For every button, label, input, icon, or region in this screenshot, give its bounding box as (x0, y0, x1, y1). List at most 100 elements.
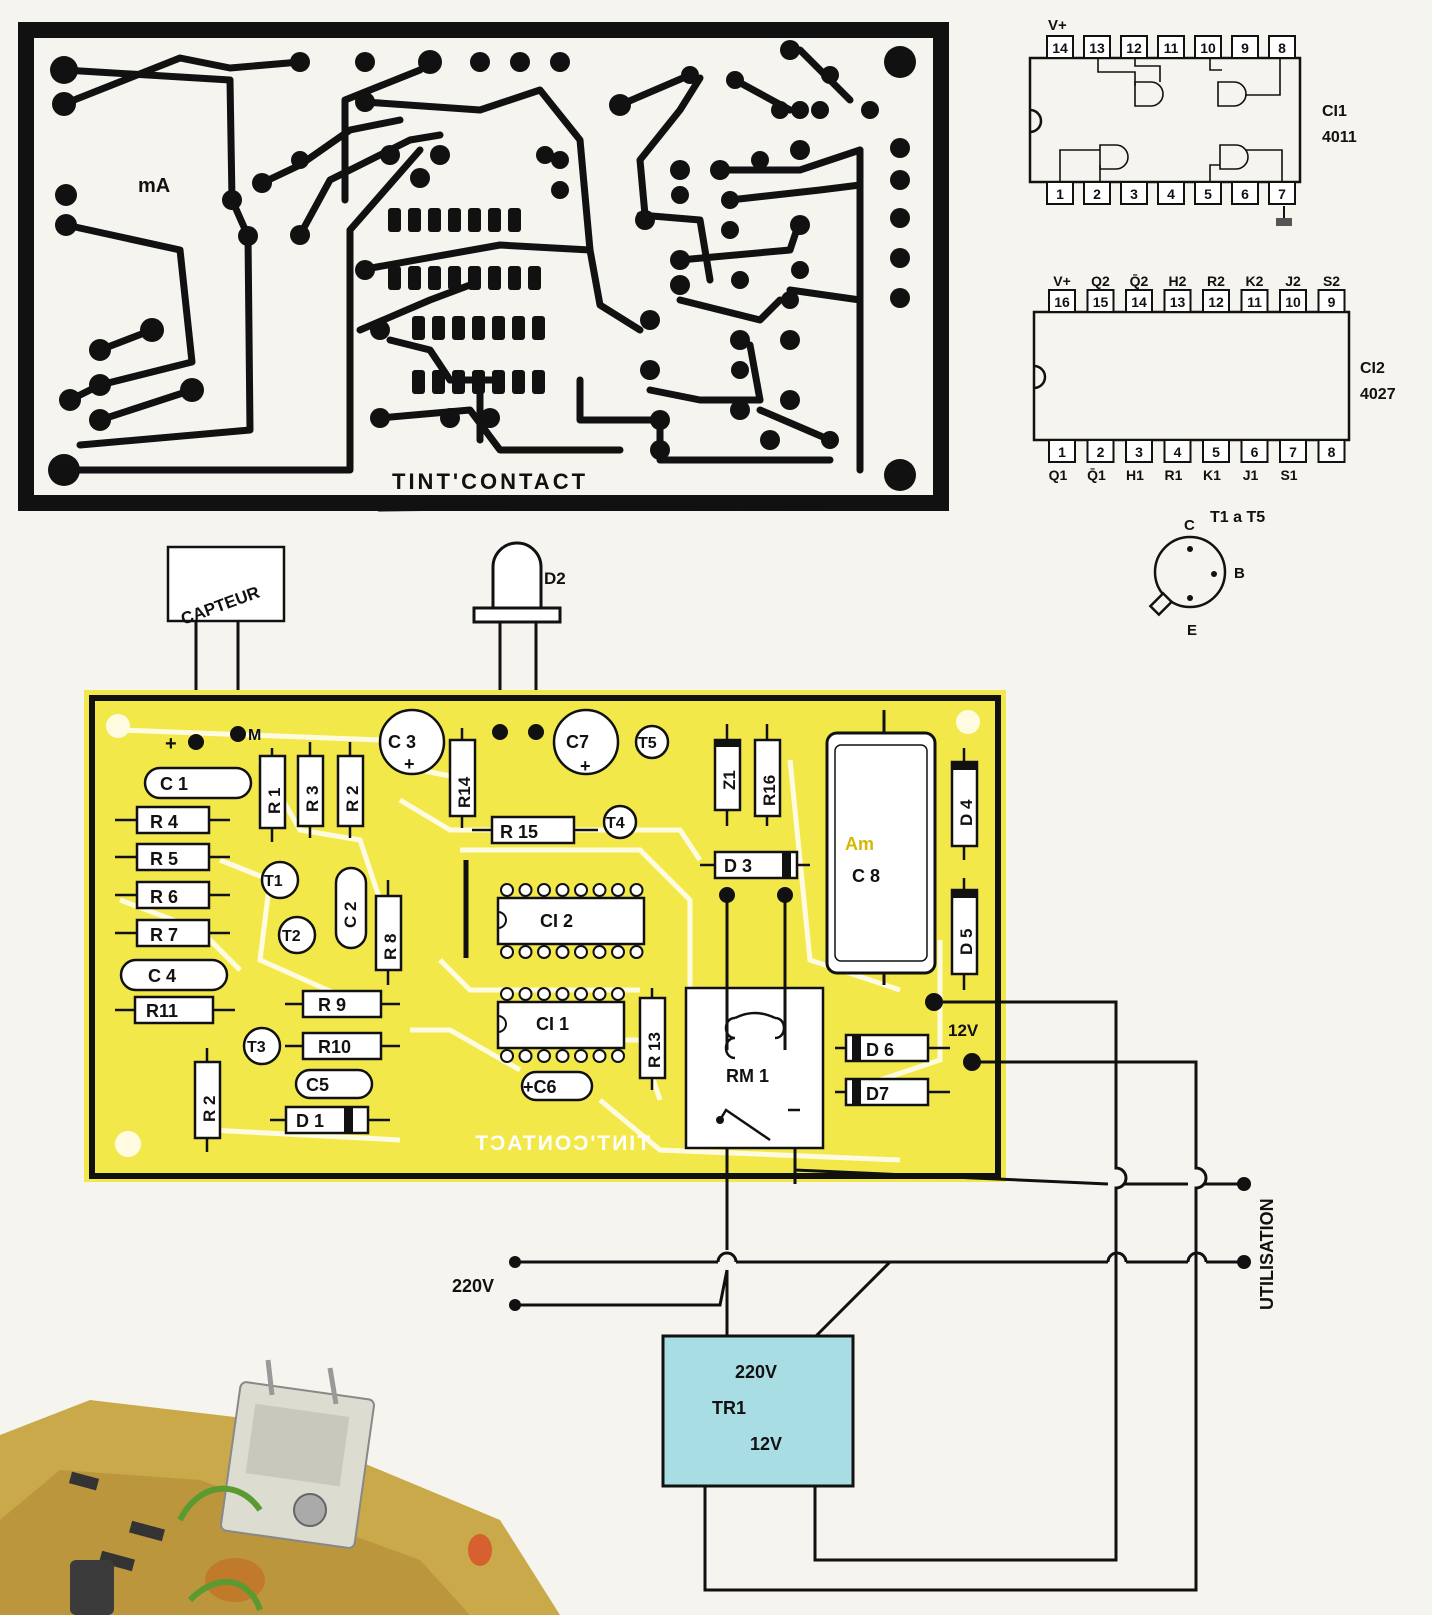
c2-label: C 2 (341, 902, 360, 928)
wiring-terminals (509, 1177, 1251, 1311)
capacitor-c7 (552, 708, 620, 776)
sensor-box (166, 545, 286, 623)
resistor-r9: R 9 (285, 989, 400, 1019)
external-wiring (515, 1000, 1244, 1592)
diode-d5: D 5 (950, 878, 979, 990)
ci2-top-pin-box (1240, 289, 1269, 313)
ci1-top-pin-box (1231, 35, 1259, 59)
ic-pad (518, 883, 533, 897)
pcb-copper-view: mA TINT'CONTACT (18, 22, 949, 512)
ci2-top-pin-box (1125, 289, 1153, 313)
ic-pad (555, 987, 570, 1001)
ci1-top-pin-box (1083, 35, 1111, 59)
diode-d7: D7 (835, 1077, 950, 1107)
ci2-bottom-pin-box (1163, 439, 1192, 463)
ic-pad (629, 945, 644, 959)
ci2-top-pin-number: 16 (1054, 294, 1070, 310)
transistor-t1 (260, 860, 300, 900)
terminal-plus-pad (188, 734, 204, 750)
ci2-top-pin-name: J2 (1285, 273, 1301, 289)
transistor-b-label: B (1234, 565, 1245, 582)
z1-label: Z1 (720, 770, 739, 790)
ci2-top-pin-number: 14 (1131, 294, 1147, 310)
capacitor-c2 (334, 866, 368, 950)
ic-ci1-pins (500, 987, 625, 1063)
ic-pad (537, 1049, 551, 1063)
ci2-notch (1033, 364, 1047, 390)
ci2-bottom-pin-box (1048, 439, 1076, 463)
ci1-board-label: CI 1 (536, 1014, 569, 1034)
resistor-r15: R 15 (472, 815, 598, 845)
ci2-body (1032, 310, 1351, 442)
zener-z1: Z1 (713, 724, 742, 826)
resistor-r13: R 13 (638, 988, 667, 1090)
ic-pad (500, 1049, 514, 1063)
ci1-top-pin-number: 12 (1126, 40, 1142, 56)
ci2-bottom-pin-number: 1 (1058, 444, 1066, 460)
led-d2-body (491, 541, 543, 612)
capacitor-c5 (294, 1068, 374, 1100)
ci1-top-pin-number: 11 (1164, 40, 1179, 56)
ci2-bottom-pin-number: 8 (1328, 444, 1336, 460)
ic-pad (574, 945, 588, 959)
ci2-bottom-pin-box (1086, 439, 1115, 463)
resistor-r6: R 6 (115, 880, 230, 910)
ci2-bottom-pin-name: R1 (1165, 467, 1183, 483)
diode-d3: D 3 (700, 850, 810, 880)
ci1-top-pin-number: 10 (1200, 40, 1216, 56)
transistor-b-pin (1211, 571, 1217, 577)
ci2-top-pin-box (1163, 289, 1192, 313)
ci2-board-label: CI 2 (540, 911, 573, 931)
ci1-part: 4011 (1322, 129, 1357, 146)
ci1-bottom-pin-box (1083, 181, 1111, 205)
ci1-bottom-pin-number: 1 (1056, 186, 1064, 202)
ci1-top-pin-box (1157, 35, 1185, 59)
ci1-top-pin-box (1120, 35, 1148, 59)
r8-label: R 8 (381, 934, 400, 960)
rm1-label: RM 1 (726, 1066, 769, 1086)
ci2-top-pin-box (1202, 289, 1230, 313)
resistor-r3: R 3 (296, 742, 325, 838)
t2-label: T2 (282, 928, 301, 945)
resistor-r10: R10 (285, 1031, 400, 1061)
ci2-bottom-pin-box (1279, 439, 1307, 463)
ci2-top-pin-box (1086, 289, 1115, 313)
ci2-top-pin-name: R2 (1207, 273, 1225, 289)
ic-pad (518, 1049, 533, 1063)
ic-pad (574, 1049, 588, 1063)
ic-pad (500, 987, 514, 1001)
r16-label: R16 (760, 775, 779, 806)
ci1-bottom-pin-box (1194, 181, 1222, 205)
led-d2-label: D2 (544, 569, 566, 588)
relay-rm1: RM 1 (684, 986, 825, 1150)
ci2-bottom-pin-number: 3 (1135, 444, 1143, 460)
ic-pad (592, 945, 607, 959)
c1-label: C 1 (160, 774, 188, 794)
pcb-traces (60, 46, 864, 474)
ci1-body (1028, 56, 1302, 184)
t4-label: T4 (606, 815, 625, 832)
resistor-r1: R 1 (258, 748, 287, 842)
r15-label: R 15 (500, 822, 538, 842)
c7-label: C7 (566, 732, 589, 752)
ci2-top-pin-name: S2 (1323, 273, 1340, 289)
ci2-bottom-pin-name: Q1 (1049, 467, 1068, 483)
ci2-bottom-pin-name: Q̄1 (1087, 466, 1106, 483)
resistor-r2-top: R 2 (336, 742, 365, 838)
ci2-top-pin-number: 13 (1170, 294, 1186, 310)
r6-label: R 6 (150, 887, 178, 907)
resistor-r8: R 8 (374, 880, 403, 985)
r14-label: R14 (455, 776, 474, 808)
transistor-e-label: E (1187, 622, 1197, 639)
ci1-supply-label: V+ (1048, 17, 1067, 34)
ic-pad (574, 883, 588, 897)
ic-pad (518, 945, 533, 959)
pcb-round-pads (48, 40, 916, 491)
ci1-bottom-pin-number: 4 (1167, 186, 1175, 202)
resistor-r2-bottom: R 2 (193, 1048, 222, 1152)
layout-board-outline (89, 695, 1001, 1179)
